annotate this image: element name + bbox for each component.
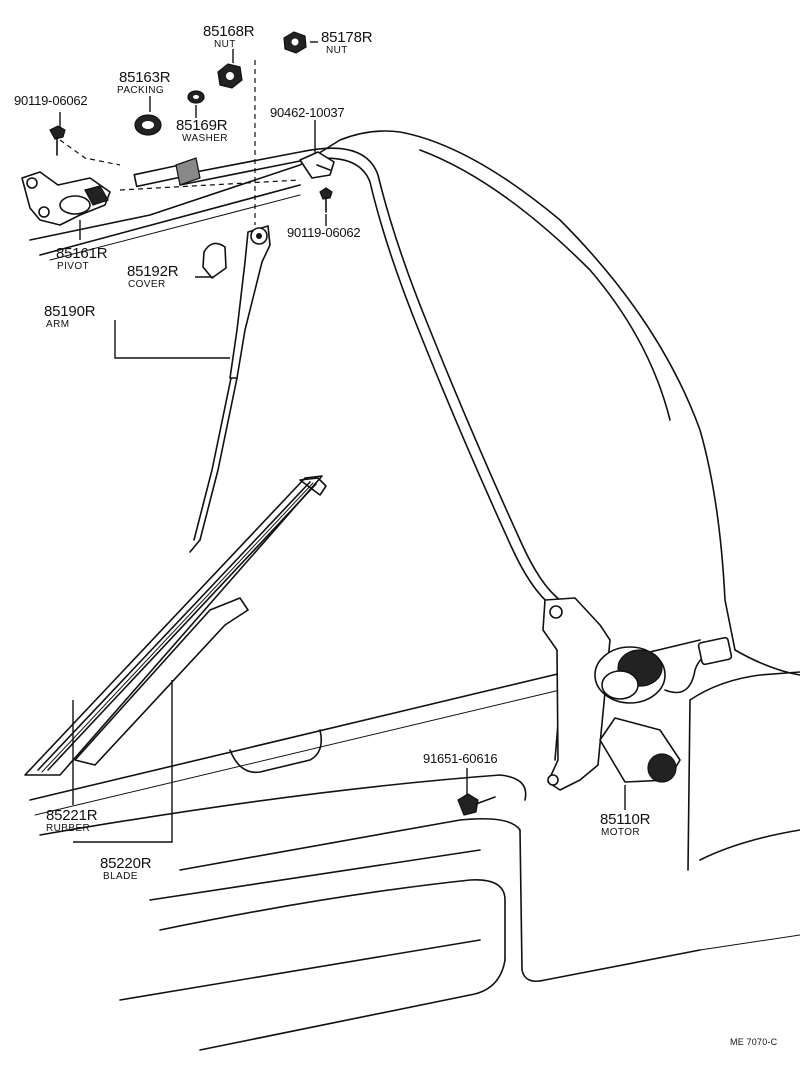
pivot-icon — [21, 171, 111, 226]
part-name-label: PACKING — [117, 85, 165, 96]
part-number-label: 85220R — [100, 855, 152, 872]
part-number-label: 90119-06062 — [287, 225, 361, 240]
part-name-label: MOTOR — [601, 827, 641, 838]
drawing-code: ME 7070-C — [730, 1037, 778, 1047]
part-number-label: 85169R — [176, 117, 228, 134]
part-number-label: 85163R — [119, 69, 171, 86]
assembly-guide-line — [59, 139, 121, 166]
part-name-label: PIVOT — [57, 261, 90, 272]
bolt-icon — [49, 125, 66, 156]
part-name-label: BLADE — [103, 871, 138, 882]
part-name-label: ARM — [46, 319, 70, 330]
bushing-icon — [175, 157, 201, 186]
nut-85178-icon — [283, 31, 307, 54]
part-number-label: 85178R — [321, 29, 373, 46]
part-number-label: 90119-06062 — [14, 93, 88, 108]
part-number-label: 85192R — [127, 263, 179, 280]
part-number-label: 85168R — [203, 23, 255, 40]
assembly-guide-line — [119, 179, 301, 191]
part-name-label: NUT — [214, 39, 236, 50]
part-name-label: RUBBER — [46, 823, 91, 834]
pivot-shaft — [133, 164, 182, 188]
packing-icon — [134, 114, 162, 136]
arm-cover-icon — [202, 242, 227, 279]
nut-85168-icon — [217, 63, 243, 89]
motor-bolt-icon — [457, 793, 496, 816]
part-name-label: COVER — [128, 279, 166, 290]
bolt-icon — [319, 187, 333, 213]
vehicle-body-outline — [29, 130, 800, 1051]
part-name-label: NUT — [326, 45, 348, 56]
wiper-motor-icon — [542, 597, 733, 791]
part-name-label: WASHER — [182, 133, 228, 144]
wiper-arm-icon — [189, 225, 271, 553]
wiper-blade-icon — [24, 475, 327, 776]
part-number-label: 85161R — [56, 245, 108, 262]
drive-cable — [133, 147, 561, 607]
leader-lines — [59, 41, 626, 843]
cable-clip-icon — [299, 151, 335, 179]
part-number-label: 90462-10037 — [270, 105, 345, 120]
washer-icon — [187, 90, 205, 104]
part-number-label: 91651-60616 — [423, 751, 498, 766]
part-number-label: 85110R — [600, 811, 651, 828]
part-number-label: 85190R — [44, 303, 96, 320]
part-number-label: 85221R — [46, 807, 98, 824]
